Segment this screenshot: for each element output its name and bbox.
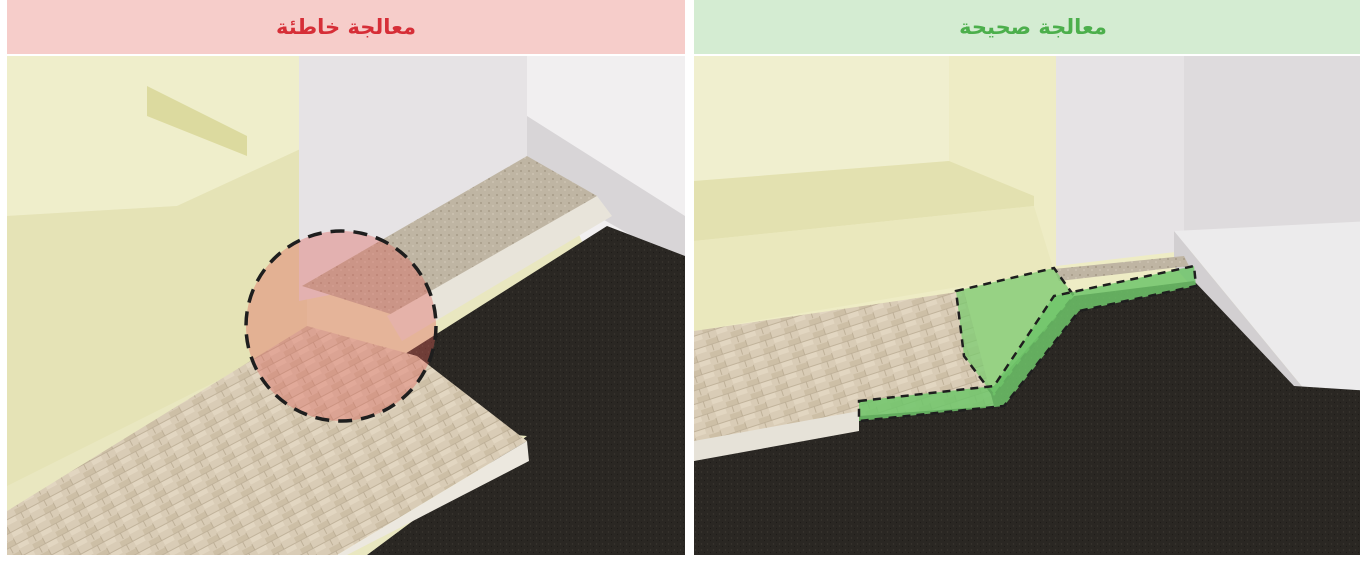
wrong-treatment-scene (7, 56, 685, 555)
building-column (1056, 56, 1184, 266)
upper-wall (694, 56, 949, 181)
problem-highlight-circle (246, 231, 436, 421)
wrong-treatment-title: معالجة خاطئة (276, 15, 416, 39)
correct-treatment-header: معالجة صحيحة (694, 0, 1360, 54)
correct-treatment-scene (694, 56, 1360, 555)
wrong-treatment-panel: معالجة خاطئة (7, 0, 685, 555)
wrong-treatment-illustration (7, 56, 685, 555)
correct-treatment-illustration (694, 56, 1360, 555)
correct-treatment-title: معالجة صحيحة (959, 15, 1107, 39)
wrong-treatment-header: معالجة خاطئة (7, 0, 685, 54)
correct-treatment-panel: معالجة صحيحة (694, 0, 1360, 555)
